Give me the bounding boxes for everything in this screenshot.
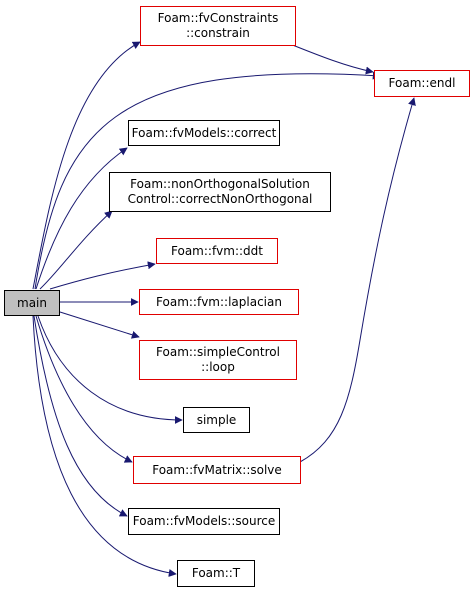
edge-main-simple [37, 315, 183, 424]
node-simple[interactable]: simple [183, 407, 250, 433]
node-source-label: Foam::fvModels::source [132, 514, 276, 528]
node-fvmatrix-solve[interactable]: Foam::fvMatrix::solve [133, 456, 301, 484]
node-fvmodels-source[interactable]: Foam::fvModels::source [128, 508, 280, 535]
node-T-label: Foam::T [191, 566, 241, 580]
node-correct-label: Foam::fvModels::correct [131, 125, 277, 140]
edge-constrain-endl [289, 43, 374, 75]
edge-main-correct-non-orth [39, 210, 113, 290]
node-main-label: main [17, 295, 47, 310]
node-ddt-label: Foam::fvm::ddt [171, 243, 263, 258]
node-fvconstraints-constrain[interactable]: Foam::fvConstraints ::constrain [140, 6, 296, 46]
node-fvm-ddt[interactable]: Foam::fvm::ddt [156, 238, 278, 264]
edge-main-ddt [49, 261, 156, 290]
node-simple-label: simple [196, 412, 237, 427]
node-fvm-laplacian[interactable]: Foam::fvm::laplacian [139, 289, 299, 315]
node-loop-label: Foam::simpleControl ::loop [156, 345, 280, 374]
node-laplacian-label: Foam::fvm::laplacian [156, 294, 282, 309]
node-main: main [4, 290, 60, 316]
node-solve-label: Foam::fvMatrix::solve [152, 462, 282, 477]
node-correct-non-orth-label: Foam::nonOrthogonalSolution Control::cor… [127, 177, 313, 206]
edge-main-T [32, 315, 177, 577]
node-fvmodels-correct[interactable]: Foam::fvModels::correct [128, 120, 280, 146]
node-simplecontrol-loop[interactable]: Foam::simpleControl ::loop [139, 340, 297, 380]
edge-main-constrain [32, 41, 141, 290]
edge-main-endl [34, 71, 381, 290]
node-correct-non-orthogonal[interactable]: Foam::nonOrthogonalSolution Control::cor… [109, 172, 331, 212]
edge-main-correct [35, 147, 128, 290]
node-endl[interactable]: Foam::endl [374, 70, 470, 97]
node-foam-T[interactable]: Foam::T [177, 560, 255, 587]
node-endl-label: Foam::endl [388, 76, 456, 90]
edge-main-solve [35, 315, 133, 463]
edge-main-loop [59, 311, 140, 339]
edge-solve-endl [299, 97, 416, 463]
node-constrain-label: Foam::fvConstraints ::constrain [157, 11, 279, 40]
edge-main-source [33, 315, 128, 517]
